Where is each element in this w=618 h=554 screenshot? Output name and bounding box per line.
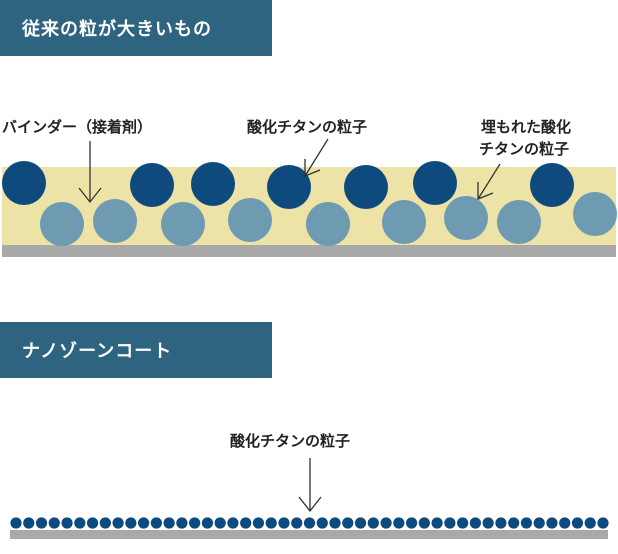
embedded-particle — [382, 200, 426, 244]
nano-particle — [201, 517, 214, 529]
nano-particle — [597, 517, 609, 529]
surface-particle — [530, 163, 574, 207]
surface-particle — [344, 165, 388, 209]
nano-particle — [214, 517, 226, 529]
nano-particle — [227, 517, 239, 529]
surface-particle — [413, 161, 457, 205]
nano-particle — [329, 517, 341, 529]
nano-arrow — [298, 458, 322, 513]
substrate-conventional — [2, 245, 616, 257]
surface-particle — [130, 163, 174, 207]
nano-particle — [533, 517, 545, 529]
nano-particle — [189, 517, 201, 529]
binder-label: バインダー（接着剤） — [2, 118, 153, 136]
nano-particle — [74, 517, 86, 529]
substrate-nano — [10, 530, 608, 539]
embedded-particle — [228, 198, 272, 242]
nano-particle — [520, 517, 533, 529]
binder-arrow — [78, 141, 102, 204]
nano-particle — [380, 517, 392, 529]
nano-particle — [240, 517, 252, 529]
nano-particle — [584, 517, 596, 529]
embedded-particle — [161, 202, 205, 246]
nano-particle — [354, 517, 367, 529]
nano-particle — [252, 517, 265, 529]
surface-particle — [191, 162, 235, 206]
nano-particle — [316, 517, 328, 529]
nano-particle — [99, 517, 111, 529]
embedded-particle — [497, 200, 541, 244]
particle-arrow — [304, 138, 329, 177]
nanozone-section-header: ナノゾーンコート — [0, 322, 272, 378]
embedded-particle — [306, 202, 350, 246]
nano-particle — [150, 517, 162, 529]
embedded-particles — [40, 192, 617, 246]
embedded-particle — [444, 196, 488, 240]
embedded-particle-arrow — [477, 163, 501, 200]
nano-particle — [444, 517, 456, 529]
nano-particle — [546, 517, 558, 529]
nano-particle — [342, 517, 354, 529]
nano-particle — [61, 517, 73, 529]
nano-particle — [23, 517, 35, 529]
nano-particle — [176, 517, 188, 529]
nano-particle — [48, 517, 60, 529]
surface-particles — [2, 161, 574, 209]
conventional-section-header: 従来の粒が大きいもの — [0, 0, 272, 56]
nano-particle — [431, 517, 443, 529]
nano-particle — [163, 517, 175, 529]
nano-particle-label: 酸化チタンの粒子 — [230, 432, 351, 450]
nano-particles — [10, 517, 609, 529]
nano-particle — [303, 517, 316, 529]
embedded-label-line2: チタンの粒子 — [479, 140, 570, 158]
embedded-particle-label: 埋もれた酸化 チタンの粒子 — [479, 116, 572, 160]
nano-particle — [405, 517, 418, 529]
nano-particle — [138, 517, 150, 529]
nano-particle — [86, 517, 99, 529]
embedded-particle — [40, 202, 84, 246]
nano-particle — [469, 517, 481, 529]
nano-particle — [112, 517, 124, 529]
nano-particle — [265, 517, 277, 529]
nano-particle — [571, 517, 584, 529]
nanozone-header-text: ナノゾーンコート — [22, 341, 173, 362]
conventional-header-text: 従来の粒が大きいもの — [22, 19, 212, 40]
surface-particle — [267, 165, 311, 209]
nano-particle — [559, 517, 571, 529]
embedded-particle — [93, 199, 137, 243]
nano-particle — [508, 517, 520, 529]
titanium-particle-label: 酸化チタンの粒子 — [247, 118, 368, 136]
conventional-arrows — [78, 138, 501, 204]
embedded-label-line1: 埋もれた酸化 — [481, 118, 572, 136]
nano-particle — [125, 517, 137, 529]
nano-particle — [457, 517, 469, 529]
nano-particle — [278, 517, 290, 529]
embedded-particle — [573, 192, 617, 236]
nano-particle — [35, 517, 48, 529]
nano-particle — [482, 517, 494, 529]
nano-particle — [367, 517, 379, 529]
nano-particle — [393, 517, 405, 529]
nano-particle — [495, 517, 507, 529]
nano-particle — [10, 517, 22, 529]
nano-particle — [418, 517, 430, 529]
surface-particle — [2, 161, 46, 205]
nano-particle — [291, 517, 303, 529]
